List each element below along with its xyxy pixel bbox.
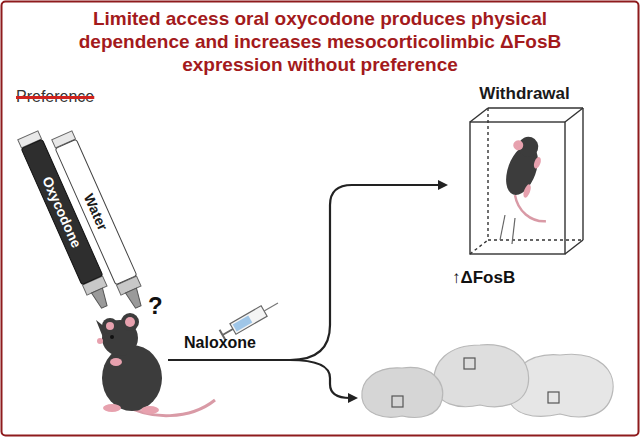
question-mark: ? <box>148 292 163 320</box>
title: Limited access oral oxycodone produces p… <box>40 7 600 76</box>
branch-arrow <box>168 185 446 398</box>
mouse-part <box>121 313 139 331</box>
branch-arrow-part <box>290 360 356 398</box>
chamber <box>470 108 583 254</box>
sipper-tip-part <box>125 288 143 309</box>
chamber-part <box>470 240 488 254</box>
brain-sections-part <box>548 392 559 403</box>
crossed-label: Preference <box>16 88 94 106</box>
chamber-part <box>487 108 488 240</box>
jumping-mouse-part <box>509 195 550 223</box>
mouse-part <box>110 335 114 339</box>
chamber-part <box>470 122 565 254</box>
marker-label: ↑ΔFosB <box>452 268 515 288</box>
mouse-part <box>102 345 162 411</box>
mouse-part <box>141 406 159 414</box>
jumping-mouse-part <box>512 139 525 152</box>
branch-arrow-part <box>168 359 290 361</box>
jumping-mouse <box>492 132 572 223</box>
mouse-part <box>110 358 122 366</box>
motion-lines-part <box>500 215 505 240</box>
chamber-heading: Withdrawal <box>464 84 585 104</box>
mouse-part <box>106 322 114 330</box>
brain-sections-part <box>362 367 443 417</box>
chamber-part <box>488 239 583 240</box>
bottle-label: Water <box>81 191 111 233</box>
mouse-part <box>125 317 135 327</box>
chamber-part <box>470 108 488 122</box>
motion-lines <box>500 215 515 244</box>
mouse-part <box>103 404 121 412</box>
drug-label: Naloxone <box>184 334 256 352</box>
chamber-part <box>565 108 583 122</box>
brain-sections-part <box>434 345 529 407</box>
syringe <box>220 298 281 340</box>
motion-lines-part <box>512 218 515 244</box>
sipper-tip-part <box>91 288 109 309</box>
withdrawal-chamber: Withdrawal <box>470 84 585 255</box>
brain-sections-part <box>392 396 403 407</box>
syringe-part <box>230 306 267 334</box>
brain-sections <box>362 345 613 418</box>
syringe-part <box>233 316 253 332</box>
chamber-part <box>582 108 583 240</box>
mouse-part <box>97 338 103 344</box>
chamber-part <box>488 107 583 108</box>
mouse-part <box>102 318 118 334</box>
brain-sections-part <box>464 358 475 369</box>
jumping-mouse-part <box>533 156 543 169</box>
chamber-part <box>565 240 583 254</box>
syringe-part <box>264 303 278 311</box>
jumping-mouse-part <box>522 183 532 198</box>
mouse <box>96 313 215 416</box>
branch-arrow-part <box>290 185 446 360</box>
